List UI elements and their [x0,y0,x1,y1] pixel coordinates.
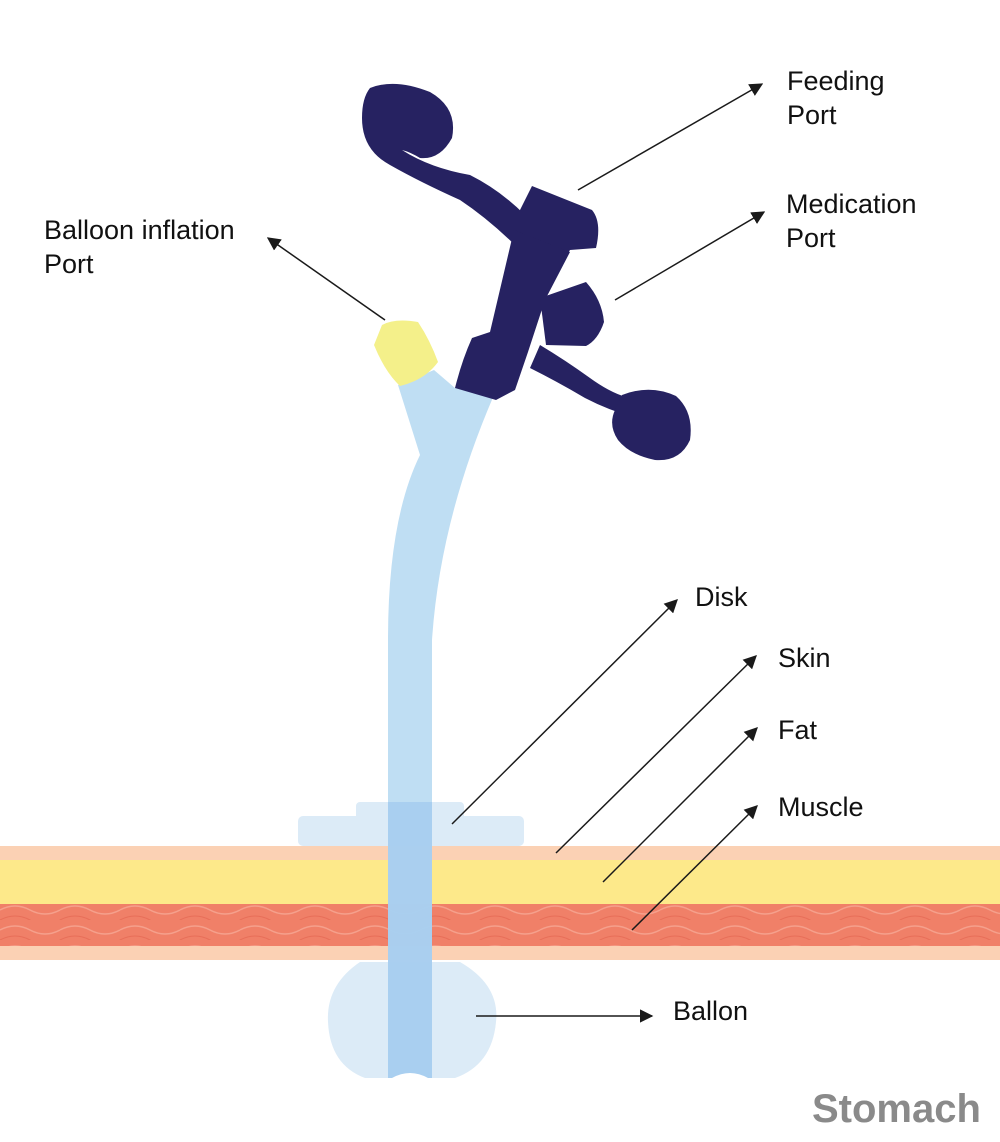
fat-layer [0,860,1000,904]
balloon-inflation-port-cap [374,320,438,386]
feeding-port-arrow [577,83,764,191]
medication-port-arrow [614,211,766,301]
medication-port-label: Medication Port [786,189,924,253]
skin-label: Skin [778,643,831,673]
stomach-label: Stomach [812,1087,981,1131]
tube-end-notch [392,1073,428,1078]
balloon-label: Ballon [673,996,748,1026]
skin-layer-top [0,846,1000,860]
disk-arrow [451,599,678,825]
tissue-layers [0,846,1000,960]
y-connector [362,83,691,461]
balloon-inflation-port-label: Balloon inflation Port [44,215,242,279]
feeding-port-label-line1: Feeding [787,66,885,96]
disk-label: Disk [695,582,748,612]
fat-arrow [602,727,758,883]
muscle-arrow [631,805,758,931]
muscle-label: Muscle [778,792,864,822]
medication-port-label-line2: Port [786,223,836,253]
skin-layer-bottom [0,946,1000,960]
labels: Feeding Port Medication Port Balloon inf… [44,66,981,1131]
skin-arrow [555,655,757,854]
feeding-port-label: Feeding Port [787,66,892,130]
balloon-inflation-port-label-line2: Port [44,249,94,279]
balloon-inflation-port-arrow [266,237,386,321]
balloon-inflation-port-label-line1: Balloon inflation [44,215,235,245]
medication-port-label-line1: Medication [786,189,917,219]
fat-label: Fat [778,715,818,745]
feeding-port-label-line2: Port [787,100,837,130]
leader-lines [266,83,766,1023]
tube-through-wall [388,802,432,1078]
muscle-layer [0,904,1000,946]
